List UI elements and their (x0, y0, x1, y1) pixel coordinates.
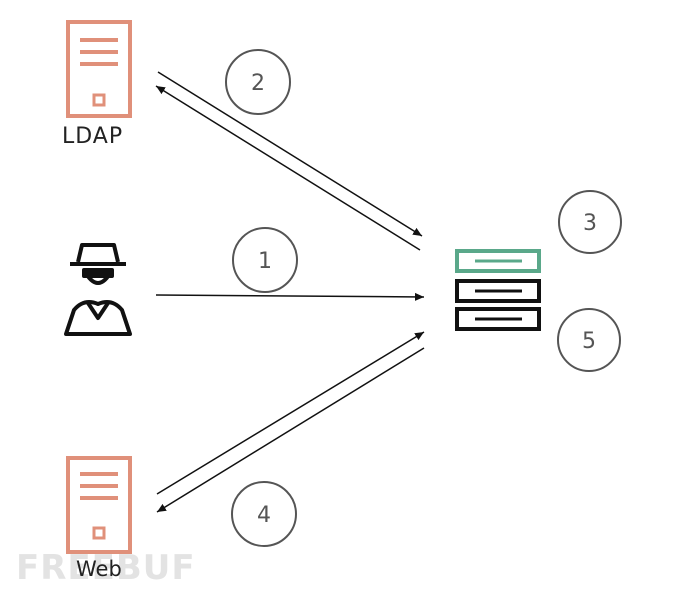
step-label-3: 3 (583, 211, 597, 236)
watermark: FREEBUF (16, 548, 196, 588)
step-label-5: 5 (582, 329, 596, 354)
arrow-ldap-to-target (157, 71, 423, 237)
step-circle-3: 3 (558, 190, 622, 254)
ldap-server-icon (66, 20, 132, 118)
arrow-target-to-web (156, 347, 425, 513)
step-circle-2: 2 (225, 49, 291, 115)
web-label: Web (76, 557, 122, 581)
arrow-target-to-ldap (155, 85, 421, 251)
step-label-2: 2 (251, 71, 265, 96)
step-label-1: 1 (258, 249, 272, 274)
web-server-icon (66, 456, 132, 554)
attacker-icon (64, 243, 132, 336)
step-label-4: 4 (257, 503, 271, 528)
step-circle-5: 5 (557, 308, 621, 372)
arrow-web-to-target (156, 331, 425, 495)
step-circle-1: 1 (232, 227, 298, 293)
ldap-label: LDAP (62, 124, 124, 149)
step-circle-4: 4 (231, 481, 297, 547)
arrow-attacker-to-target (155, 292, 425, 301)
target-server-stack-icon (455, 249, 541, 331)
